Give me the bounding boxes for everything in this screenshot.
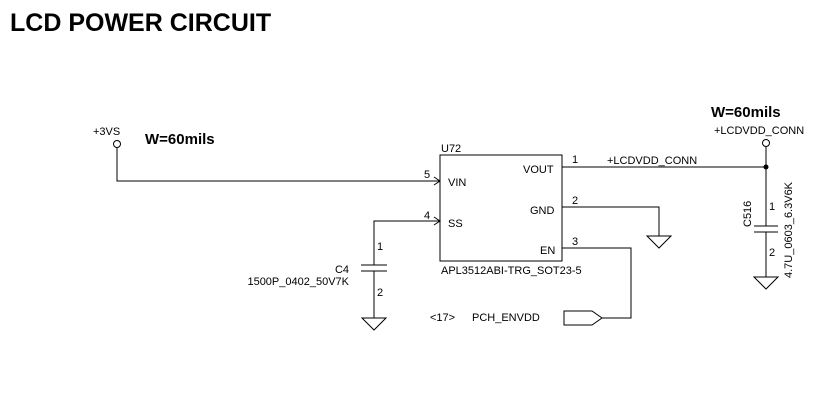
vin-wire xyxy=(116,148,440,182)
c516-pin-1: 1 xyxy=(769,201,775,213)
ic-refdes: U72 xyxy=(441,143,461,155)
enable-net-label: PCH_ENVDD xyxy=(472,312,540,324)
power-output-terminal xyxy=(762,139,770,147)
power-input-label: +3VS xyxy=(93,126,120,138)
power-input-terminal xyxy=(113,140,121,148)
c4-value: 1500P_0402_50V7K xyxy=(247,276,349,288)
output-net-label: +LCDVDD_CONN xyxy=(607,155,697,167)
c516-ground-symbol xyxy=(752,276,780,290)
c4-ground-symbol xyxy=(360,317,388,331)
page-title: LCD POWER CIRCUIT xyxy=(10,9,271,37)
ss-arrow xyxy=(433,216,441,226)
pin-number-2: 2 xyxy=(572,195,578,207)
pin-number-5: 5 xyxy=(424,169,430,181)
enable-sheet-ref: <17> xyxy=(430,312,455,324)
gnd-wire xyxy=(562,206,660,236)
c516-refdes: C516 xyxy=(742,201,754,227)
enable-offpage-connector xyxy=(563,310,603,326)
pin-number-1: 1 xyxy=(572,154,578,166)
pin-number-4: 4 xyxy=(424,210,430,222)
ss-wire xyxy=(373,220,440,265)
pin-name-ss: SS xyxy=(448,218,463,230)
c4-refdes: C4 xyxy=(335,264,349,276)
pin-name-en: EN xyxy=(540,245,555,257)
width-note-left: W=60mils xyxy=(145,131,215,148)
c4-pin-1: 1 xyxy=(377,241,383,253)
power-output-label: +LCDVDD_CONN xyxy=(714,125,804,137)
gnd-ground-symbol xyxy=(645,235,673,249)
ic-body xyxy=(439,154,563,262)
c516-value: 4.7U_0603_6.3V6K xyxy=(783,181,795,278)
en-wire xyxy=(562,247,632,319)
width-note-right: W=60mils xyxy=(711,104,781,121)
pin-name-gnd: GND xyxy=(530,205,555,217)
pin-name-vin: VIN xyxy=(448,177,466,189)
pin-name-vout: VOUT xyxy=(523,164,554,176)
ic-part-number: APL3512ABI-TRG_SOT23-5 xyxy=(441,265,582,277)
pin-number-3: 3 xyxy=(572,236,578,248)
c516-pin-2: 2 xyxy=(769,247,775,259)
c4-pin-2: 2 xyxy=(377,287,383,299)
